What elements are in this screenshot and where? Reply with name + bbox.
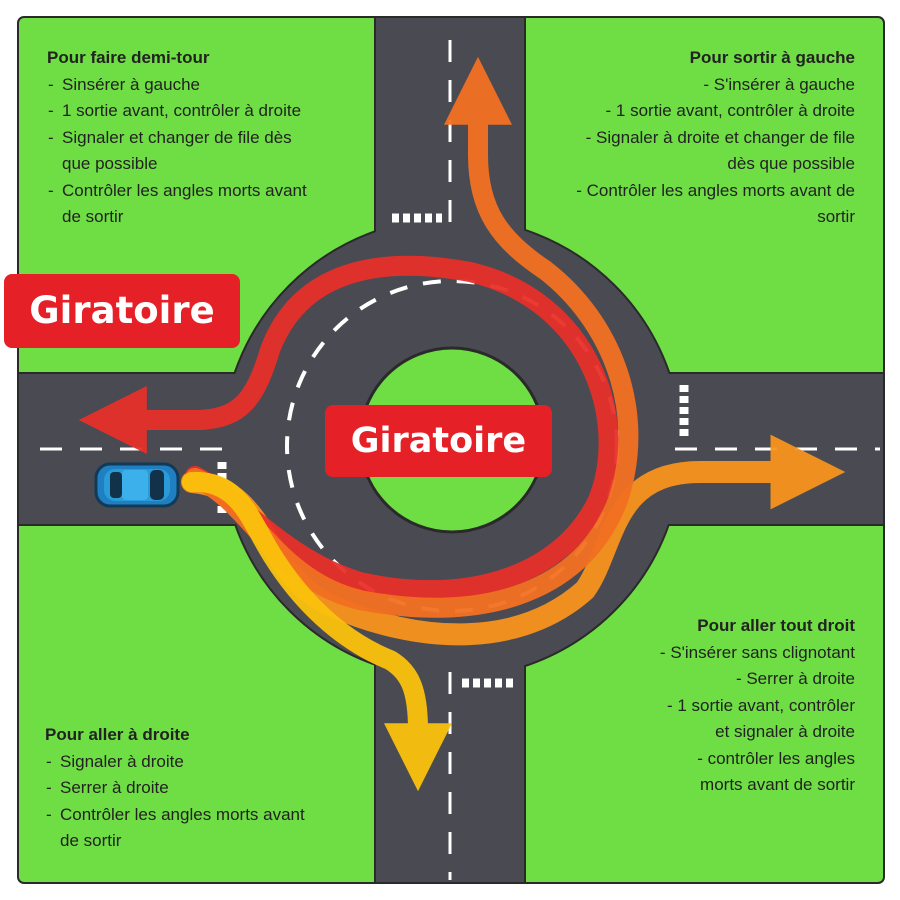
trajectories bbox=[78, 56, 846, 792]
panel-title: Pour aller à droite bbox=[45, 725, 190, 744]
instruction-list: S'insérer à gauche 1 sortie avant, contr… bbox=[555, 72, 855, 231]
panel-exit-left: Pour sortir à gauche S'insérer à gauche … bbox=[555, 45, 855, 231]
instruction-list: Sinsérer à gauche 1 sortie avant, contrô… bbox=[47, 72, 312, 231]
instruction-item: 1 sortie avant, contrôler à droite bbox=[555, 98, 855, 125]
instruction-list: Signaler à droite Serrer à droite Contrô… bbox=[45, 749, 315, 855]
instruction-item: Serrer à droite bbox=[650, 666, 855, 693]
center-roundabout-label: Giratoire bbox=[325, 405, 552, 477]
path-u-turn bbox=[78, 255, 619, 601]
instruction-item: Signaler et changer de file dès que poss… bbox=[47, 125, 312, 178]
instruction-list: S'insérer sans clignotant Serrer à droit… bbox=[650, 640, 855, 799]
panel-title: Pour sortir à gauche bbox=[689, 48, 855, 67]
panel-straight: Pour aller tout droit S'insérer sans cli… bbox=[650, 613, 855, 799]
car-icon bbox=[94, 462, 180, 508]
instruction-item: Contrôler les angles morts avant de sort… bbox=[555, 178, 855, 231]
instruction-item: S'insérer sans clignotant bbox=[650, 640, 855, 667]
instruction-item: Contrôler les angles morts avant de sort… bbox=[45, 802, 315, 855]
instruction-item: Signaler à droite et changer de file dès… bbox=[555, 125, 855, 178]
instruction-item: S'insérer à gauche bbox=[555, 72, 855, 99]
instruction-item: contrôler les angles morts avant de sort… bbox=[650, 746, 855, 799]
roundabout-label: Giratoire bbox=[4, 274, 240, 348]
path-right bbox=[182, 471, 452, 792]
instruction-item: Contrôler les angles morts avant de sort… bbox=[47, 178, 312, 231]
instruction-item: Serrer à droite bbox=[45, 775, 315, 802]
panel-title: Pour faire demi-tour bbox=[47, 48, 210, 67]
panel-title: Pour aller tout droit bbox=[697, 616, 855, 635]
instruction-item: Signaler à droite bbox=[45, 749, 315, 776]
instruction-item: 1 sortie avant, contrôler et signaler à … bbox=[650, 693, 855, 746]
panel-exit-right: Pour aller à droite Signaler à droite Se… bbox=[45, 722, 315, 855]
path-left bbox=[185, 56, 639, 618]
instruction-item: 1 sortie avant, contrôler à droite bbox=[47, 98, 312, 125]
panel-u-turn: Pour faire demi-tour Sinsérer à gauche 1… bbox=[47, 45, 312, 231]
instruction-item: Sinsérer à gauche bbox=[47, 72, 312, 99]
